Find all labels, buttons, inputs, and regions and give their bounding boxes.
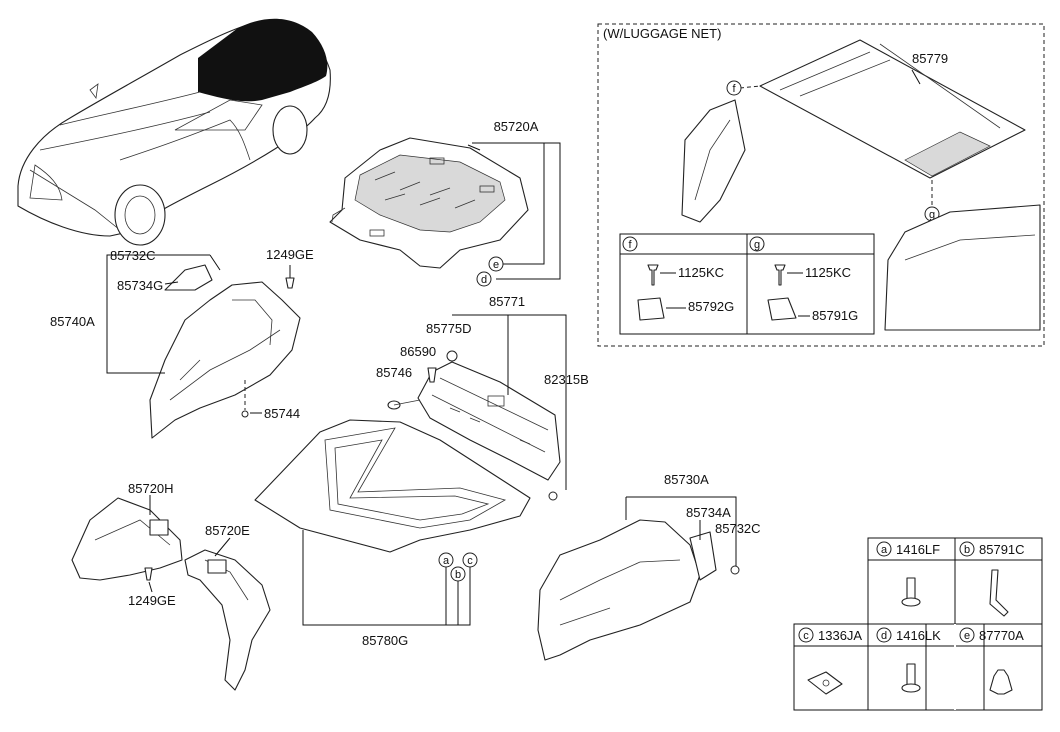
- legend-a-letter: a: [881, 544, 888, 556]
- label-85732C-top: 85732C: [110, 248, 156, 263]
- sub-g-bolt: 1125KC: [805, 265, 851, 280]
- transverse-trim-85771: 85771 85775D 86590 85746 82315B: [376, 294, 589, 501]
- callout-c-letter: c: [467, 555, 473, 567]
- label-85732C-bot: 85732C: [715, 521, 761, 536]
- luggage-net-title: (W/LUGGAGE NET): [603, 26, 721, 41]
- label-85779: 85779: [912, 51, 948, 66]
- luggage-net-shape: [759, 39, 1026, 179]
- callout-b: [450, 566, 466, 582]
- legend-a-part: 1416LF: [896, 542, 940, 557]
- label-85730A: 85730A: [664, 472, 709, 487]
- bolt-1249GE-top-shape: [285, 277, 295, 289]
- luggage-net-border: [597, 23, 1045, 347]
- luggage-mat-85780G: a b c 85780G: [254, 419, 531, 648]
- part-85775D-shape: [446, 350, 458, 362]
- callout-g-letter: g: [929, 209, 935, 221]
- trunk-highlight-shade: [198, 18, 328, 102]
- callout-d: [476, 271, 492, 287]
- label-85780G: 85780G: [362, 633, 408, 648]
- label-1249GE-top: 1249GE: [266, 247, 314, 262]
- legend-d-letter: d: [881, 630, 887, 642]
- luggage-net-box: (W/LUGGAGE NET) 85779 f g f g 1125KC 857…: [597, 23, 1045, 347]
- label-85720E: 85720E: [205, 523, 250, 538]
- left-side-trim-85740A: 85732C 1249GE 85734G 85740A 85744: [50, 247, 314, 439]
- clip-85792G-icon: [637, 297, 665, 321]
- callout-f-letter: f: [732, 83, 736, 95]
- push-pin-clip-icon: [901, 577, 921, 607]
- legend-c-part: 1336JA: [818, 628, 862, 643]
- legend-b-letter: b: [964, 544, 970, 556]
- bolt-icon: [774, 264, 786, 286]
- label-85734G: 85734G: [117, 278, 163, 293]
- sub-f-clip: 85792G: [688, 299, 734, 314]
- label-85771: 85771: [489, 294, 525, 309]
- label-85744: 85744: [264, 406, 300, 421]
- callout-b-letter: b: [455, 569, 461, 581]
- legend-e-letter: e: [964, 630, 970, 642]
- right-side-trim-85730A: 85730A 85734A 85732C: [537, 472, 761, 661]
- sub-f-letter: f: [628, 239, 632, 251]
- label-1249GE-bot: 1249GE: [128, 593, 176, 608]
- part-86590-shape: [427, 367, 437, 383]
- callout-c: [462, 552, 478, 568]
- label-85740A: 85740A: [50, 314, 95, 329]
- wheelhouse-trims-85720H-85720E: 85720H 85720E 1249GE: [71, 481, 271, 691]
- bolt-icon: [647, 264, 659, 286]
- label-85720A: 85720A: [494, 119, 539, 134]
- callout-f: [726, 80, 742, 96]
- legend-e-part: 87770A: [979, 628, 1024, 643]
- callout-e: [488, 256, 504, 272]
- label-82315B: 82315B: [544, 372, 589, 387]
- label-85746: 85746: [376, 365, 412, 380]
- label-86590: 86590: [400, 344, 436, 359]
- fir-tree-clip-icon: [989, 669, 1013, 695]
- legend-b-part: 85791C: [979, 542, 1025, 557]
- sub-g-clip: 85791G: [812, 308, 858, 323]
- legend-d-part: 1416LK: [896, 628, 941, 643]
- sub-g-letter: g: [754, 239, 760, 251]
- callout-a: [438, 552, 454, 568]
- callout-a-letter: a: [443, 555, 450, 567]
- label-85734A: 85734A: [686, 505, 731, 520]
- legend-c-cell: [793, 623, 869, 711]
- sub-f-bolt: 1125KC: [678, 265, 724, 280]
- clip-85791G-icon: [767, 297, 797, 321]
- legend-c-letter: c: [803, 630, 809, 642]
- speed-nut-icon: [807, 671, 843, 695]
- callout-d-letter: d: [481, 274, 487, 286]
- callout-e-letter: e: [493, 259, 499, 271]
- label-85775D: 85775D: [426, 321, 472, 336]
- label-85720H: 85720H: [128, 481, 174, 496]
- bent-bracket-icon: [989, 569, 1009, 617]
- push-pin-clip-icon: [901, 663, 921, 693]
- car-illustration: [17, 18, 331, 246]
- package-tray-85720A: 85720A e d: [329, 119, 561, 287]
- part-85734G-shape: [164, 264, 213, 291]
